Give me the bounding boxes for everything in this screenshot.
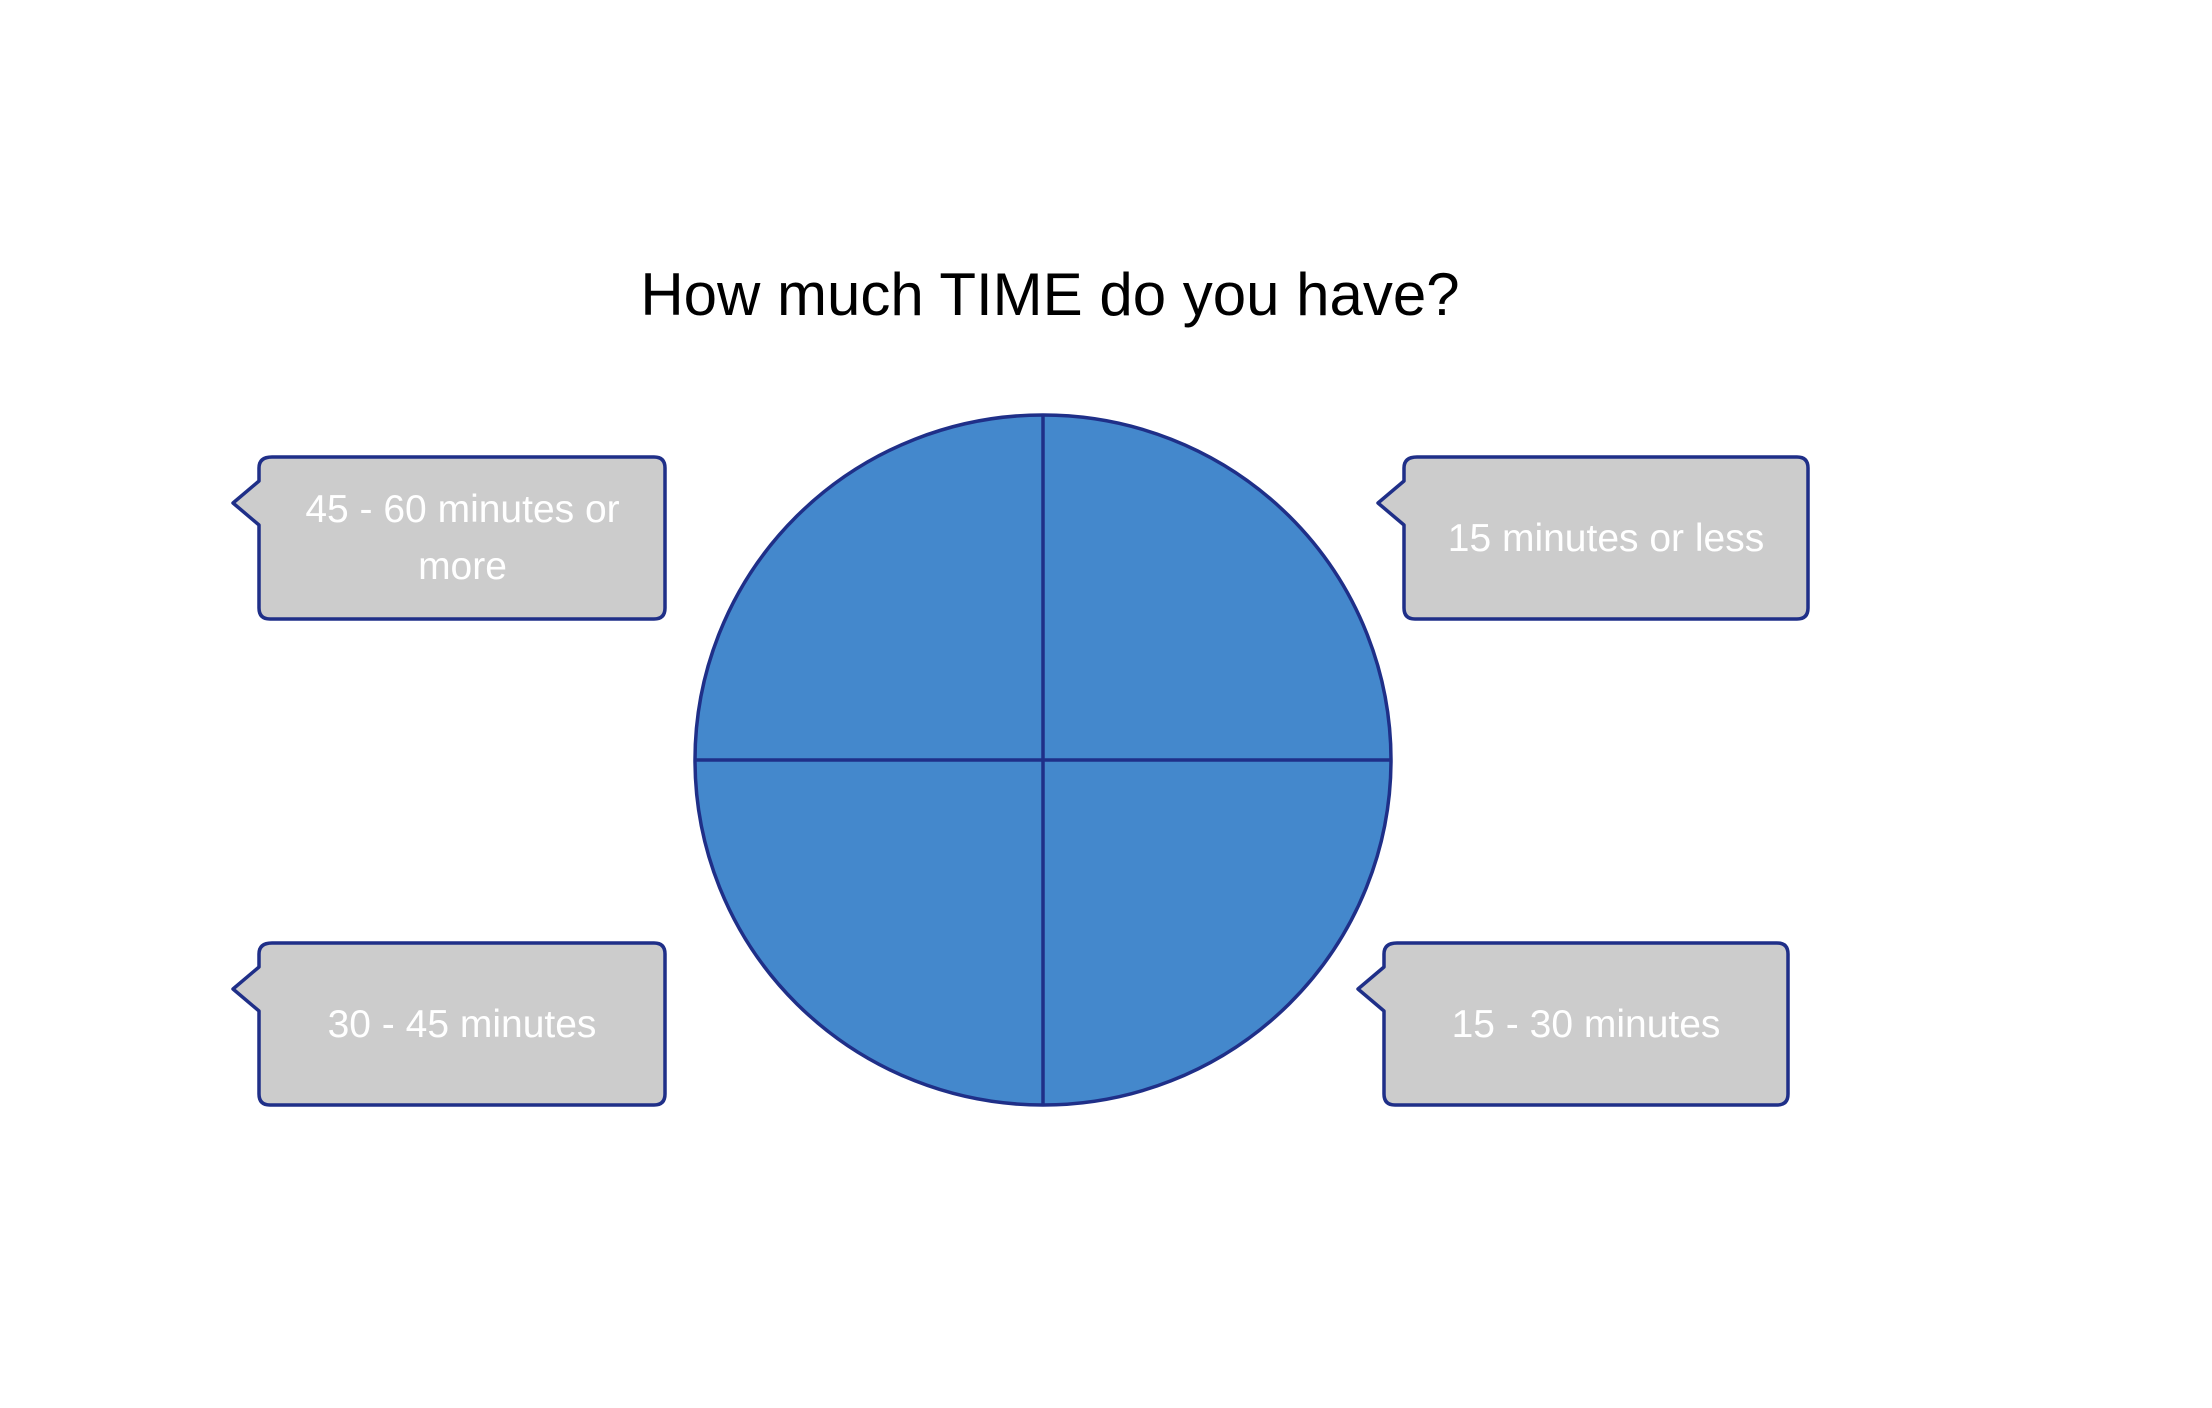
callout-bottom-left-label: 30 - 45 minutes: [327, 1002, 597, 1046]
callout-top-right-bubble[interactable]: [1376, 455, 1810, 621]
callout-bottom-right-bubble[interactable]: [1356, 941, 1790, 1107]
quadrant-circle: [693, 413, 1393, 1107]
question-title: How much TIME do you have?: [640, 261, 1460, 328]
quadrant-bottom-left[interactable]: [695, 760, 1043, 1105]
callout-bottom-right-label: 15 - 30 minutes: [1451, 1002, 1721, 1046]
quadrant-top-right[interactable]: [1043, 415, 1391, 760]
quadrant-bottom-right[interactable]: [1043, 760, 1391, 1105]
callout-top-left-label: 45 - 60 minutes or more: [305, 488, 620, 588]
callout-bottom-left-bubble[interactable]: [231, 941, 667, 1107]
callout-top-left-bubble[interactable]: [231, 455, 667, 621]
callout-top-right-label: 15 minutes or less: [1447, 516, 1765, 560]
quadrant-top-left[interactable]: [695, 415, 1043, 760]
